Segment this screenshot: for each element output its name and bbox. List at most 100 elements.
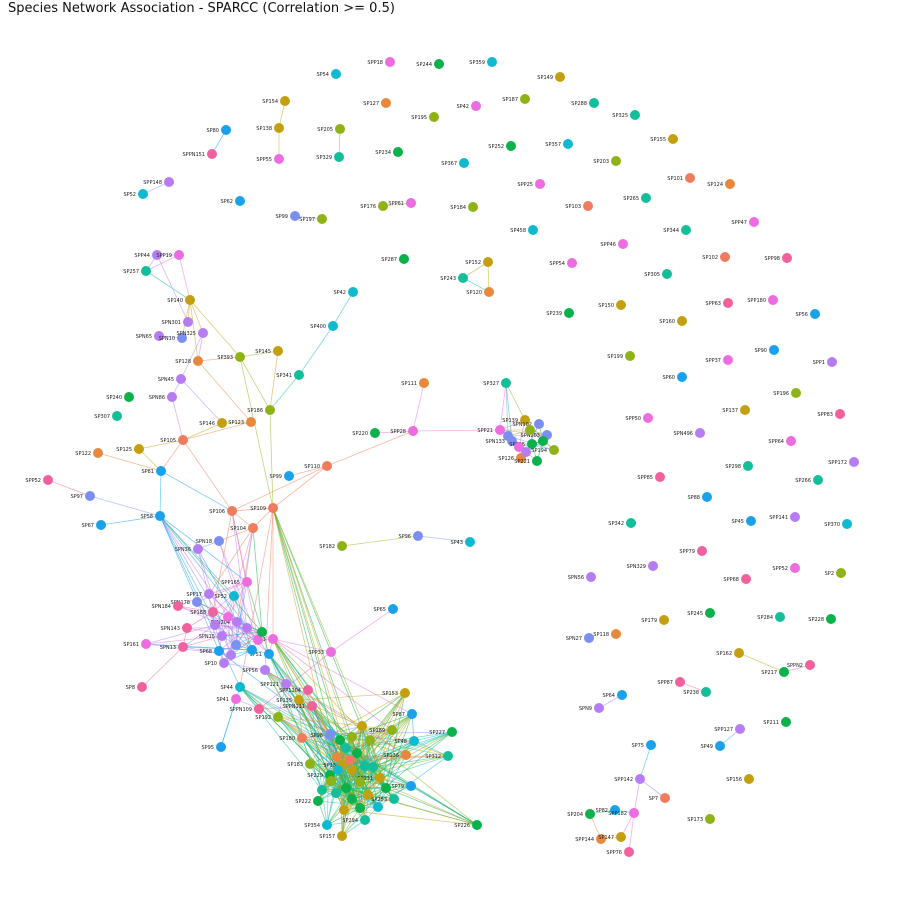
node-dot [174, 250, 184, 260]
node-dot [273, 346, 283, 356]
network-edge [269, 374, 300, 411]
network-edge [97, 452, 162, 472]
node-spp50: SPP50 [625, 413, 653, 423]
node-sp312: SP312 [425, 751, 453, 761]
node-sp194: SP194 [531, 445, 559, 455]
node-label: SP194 [531, 448, 547, 454]
node-spp144: SPP144 [575, 834, 606, 844]
network-edge [288, 465, 328, 477]
node-label: SP239 [546, 311, 562, 317]
network-edge [385, 692, 406, 789]
node-label: SP120 [466, 290, 482, 296]
node-label: SP13 [323, 763, 336, 769]
network-edge [343, 798, 395, 811]
node-spp33: SPP33 [308, 647, 336, 657]
node-dot [141, 266, 151, 276]
node-spp46: SPP46 [600, 239, 628, 249]
node-dot [472, 820, 482, 830]
node-label: SP187 [502, 97, 518, 103]
node-label: SP8 [126, 685, 135, 691]
node-label: SPP46 [600, 242, 616, 248]
node-label: SPN143 [161, 626, 180, 632]
node-label: SPN496 [674, 431, 693, 437]
node-label: SP99 [269, 474, 282, 480]
node-label: SP153 [382, 691, 398, 697]
node-sp176: SP176 [360, 201, 388, 211]
node-label: SPN325 [177, 331, 196, 337]
node-dot [681, 225, 691, 235]
node-dot [217, 418, 227, 428]
network-edge [369, 692, 406, 741]
node-sp109: SP109 [250, 503, 278, 513]
node-dot [254, 704, 264, 714]
cluster-node-dot [352, 748, 362, 758]
node-label: SP150 [598, 303, 614, 309]
node-dot [93, 448, 103, 458]
node-label: SP155 [650, 137, 666, 143]
network-edge [298, 699, 338, 758]
node-label: SPN45 [158, 377, 174, 383]
node-dot [741, 574, 751, 584]
node-sp41: SP41 [216, 694, 241, 704]
node-label: SP110 [304, 464, 320, 470]
node-sp67: SP67 [81, 520, 106, 530]
node-dot [393, 147, 403, 157]
node-label: SPP1104 [279, 688, 301, 694]
node-spp47: SPP47 [731, 217, 759, 227]
node-spn27: SPN27 [566, 633, 594, 643]
node-dot [487, 57, 497, 67]
node-spn325: SPN325 [177, 328, 208, 338]
node-sp205: SP205 [317, 124, 345, 134]
node-label: SP126 [498, 456, 514, 462]
node-label: SP87 [392, 712, 405, 718]
node-spn10: SPN10 [159, 333, 187, 343]
node-label: SP64 [602, 693, 615, 699]
node-spp165: SPP165 [221, 577, 252, 587]
node-sppn2: SPPN2 [787, 660, 815, 670]
node-dot [458, 273, 468, 283]
node-dot [348, 287, 358, 297]
cluster-node-dot [242, 623, 252, 633]
cluster-node-dot [326, 776, 336, 786]
node-dot [375, 773, 385, 783]
network-edge [639, 778, 666, 799]
node-sp204: SP204 [567, 809, 595, 819]
node-sp10: SP10 [204, 658, 229, 668]
node-label: SP370 [824, 522, 840, 528]
node-dot [274, 123, 284, 133]
node-dot [617, 690, 627, 700]
node-sp228: SP228 [808, 614, 836, 624]
node-sppn111: SPPN111 [283, 701, 317, 711]
node-label: SPP52 [772, 566, 788, 572]
node-dot [260, 665, 270, 675]
network-edge [180, 378, 223, 424]
cluster-node-dot [514, 442, 524, 452]
node-label: SPP98 [764, 256, 780, 262]
network-edge [374, 430, 414, 434]
node-label: SP354 [304, 823, 320, 829]
node-label: SP400 [310, 324, 326, 330]
node-label: SP205 [317, 127, 333, 133]
network-edge [189, 299, 204, 334]
network-edge [159, 470, 162, 517]
cluster-node-dot [223, 612, 233, 622]
cluster-node-dot [339, 805, 349, 815]
node-dot [611, 156, 621, 166]
node-dot [229, 591, 239, 601]
node-dot [185, 295, 195, 305]
node-label: SPP148 [143, 180, 162, 186]
node-label: SP68 [199, 649, 212, 655]
node-label: SP288 [571, 101, 587, 107]
node-dot [235, 682, 245, 692]
node-dot [305, 759, 315, 769]
node-label: SP80 [206, 128, 219, 134]
node-dot [164, 177, 174, 187]
cluster-node-dot [347, 794, 357, 804]
node-sp99: SP99 [275, 211, 300, 221]
node-sp305: SP305 [644, 269, 672, 279]
node-label: SP180 [279, 736, 295, 742]
node-sp90: SP90 [754, 345, 779, 355]
network-edge [413, 740, 449, 757]
node-sp187: SP187 [502, 94, 530, 104]
node-spp79: SPP79 [679, 546, 707, 556]
